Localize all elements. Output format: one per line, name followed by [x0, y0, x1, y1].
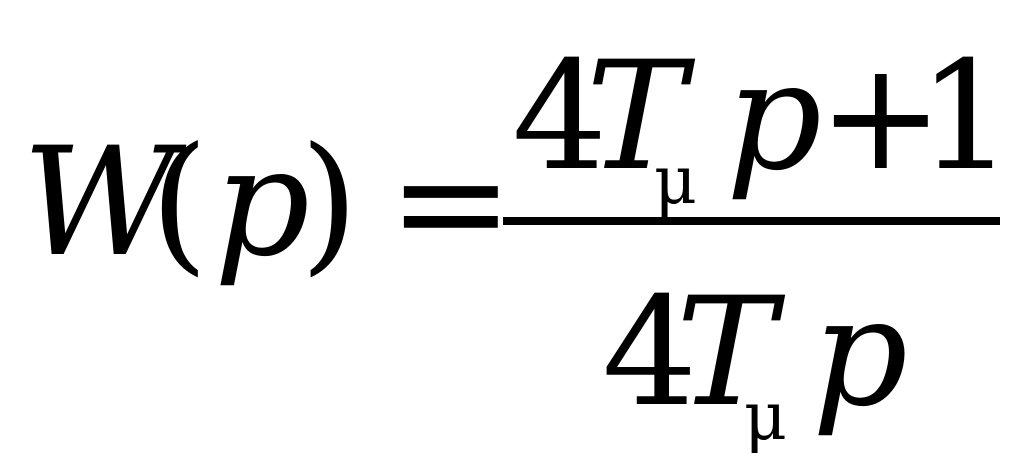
denominator-time-constant: T [676, 266, 777, 440]
denominator-subscript: μ [744, 378, 787, 455]
equals-sign: = [388, 116, 514, 290]
denominator-coefficient: 4 [602, 266, 698, 440]
right-paren: ) [300, 116, 359, 290]
fraction-bar [503, 217, 1000, 225]
numerator-variable: p [726, 30, 823, 204]
function-name: W [22, 116, 177, 290]
numerator-constant: 1 [918, 30, 1014, 204]
plus-sign: + [818, 30, 944, 204]
numerator-coefficient: 4 [512, 30, 608, 204]
denominator-variable: p [812, 266, 909, 440]
function-argument: p [214, 116, 311, 290]
numerator-subscript: μ [654, 142, 697, 219]
left-paren: ( [150, 116, 209, 290]
numerator-time-constant: T [586, 30, 687, 204]
